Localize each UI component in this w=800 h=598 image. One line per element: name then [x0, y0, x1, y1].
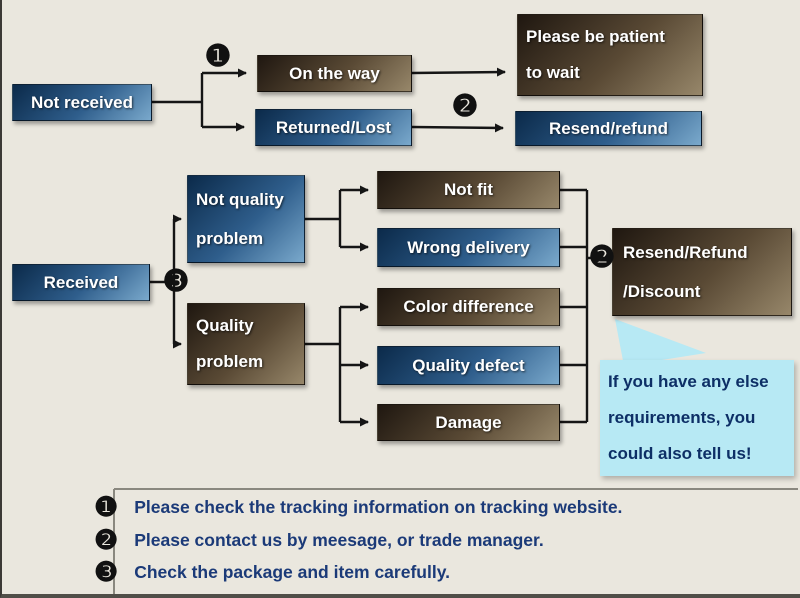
node-returned-lost: Returned/Lost	[255, 109, 412, 146]
node-color-difference: Color difference	[377, 288, 560, 326]
node-resend-refund: Resend/refund	[515, 111, 702, 146]
legend-marker-1-icon: ❶	[94, 492, 119, 522]
legend-marker-3-icon: ❸	[94, 557, 119, 587]
node-wrong-delivery: Wrong delivery	[377, 228, 560, 267]
node-not-received: Not received	[12, 84, 152, 121]
node-be-patient: Please be patient to wait	[517, 14, 703, 96]
marker-3-icon: ❸	[162, 265, 190, 298]
marker-2b-icon: ❷	[588, 241, 616, 274]
node-not-fit: Not fit	[377, 171, 560, 209]
node-on-the-way: On the way	[257, 55, 412, 92]
node-received: Received	[12, 264, 150, 301]
node-resend-refund-discount: Resend/Refund /Discount	[612, 228, 792, 316]
node-quality-problem: Quality problem	[187, 303, 305, 385]
legend-text-2: Please contact us by meesage, or trade m…	[134, 530, 544, 550]
node-quality-defect: Quality defect	[377, 346, 560, 385]
legend-marker-2-icon: ❷	[94, 525, 119, 555]
legend-item-2: ❷ Please contact us by meesage, or trade…	[94, 527, 544, 554]
node-not-quality-problem: Not quality problem	[187, 175, 305, 263]
legend-text-1: Please check the tracking information on…	[134, 497, 623, 517]
legend-text-3: Check the package and item carefully.	[134, 562, 450, 582]
marker-1-icon: ❶	[204, 40, 232, 73]
speech-bubble: If you have any else requirements, you c…	[600, 360, 794, 476]
node-damage: Damage	[377, 404, 560, 441]
legend-item-3: ❸ Check the package and item carefully.	[94, 559, 450, 586]
bubble-pointer	[615, 319, 706, 366]
marker-2-icon: ❷	[451, 90, 479, 123]
legend-item-1: ❶ Please check the tracking information …	[94, 494, 622, 521]
